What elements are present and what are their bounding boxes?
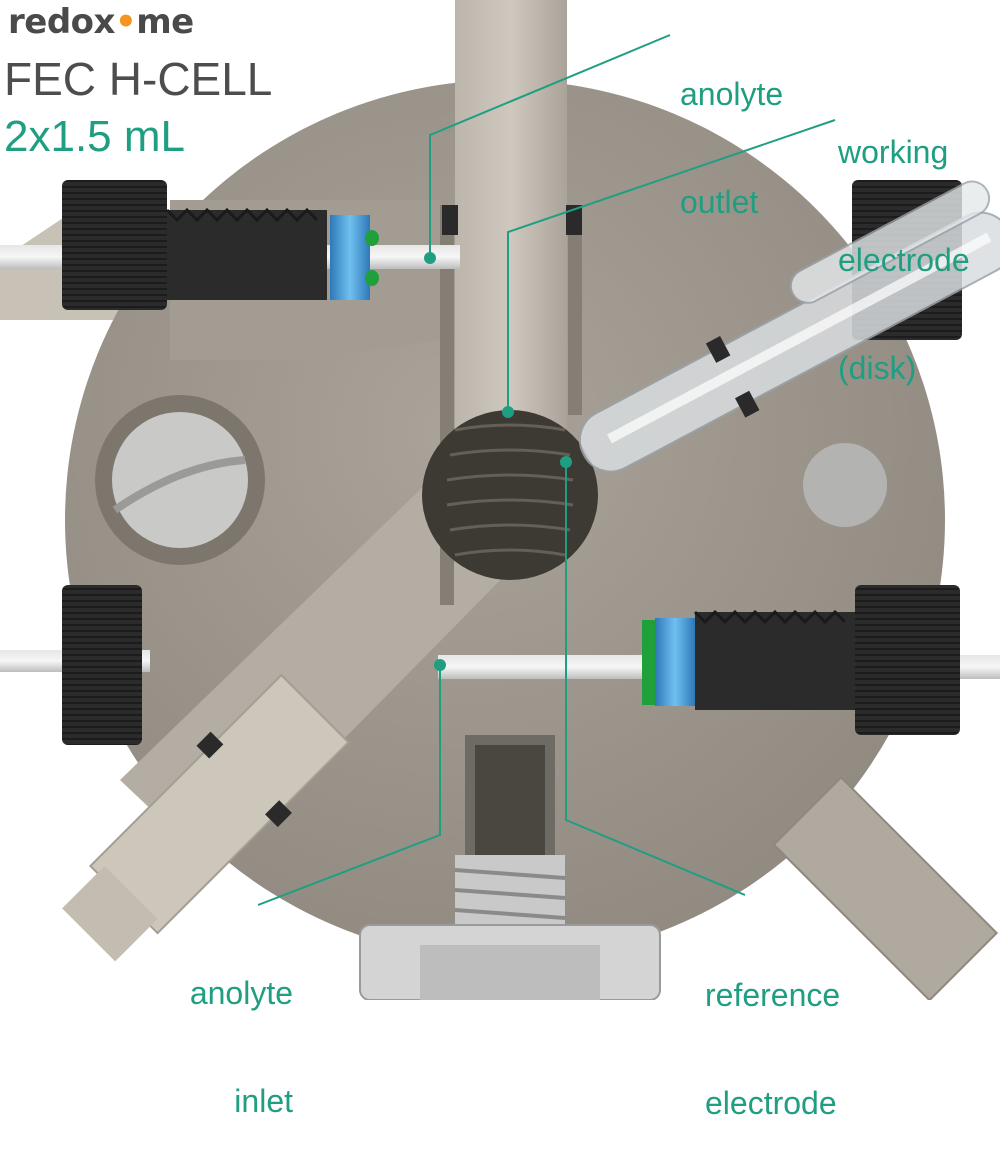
product-title: FEC H-CELL	[4, 53, 273, 105]
label-anolyte-inlet: anolyte inlet	[189, 975, 293, 1119]
brand-logo: redox•me	[8, 2, 194, 42]
anolyte-outlet-marker	[424, 252, 436, 264]
diagram-canvas: redox•me FEC H-CELL 2x1.5 mL anolyte out…	[0, 0, 1000, 1121]
volume-label: 2x1.5 mL	[4, 112, 185, 161]
working-electrode-marker	[502, 406, 514, 418]
label-working-electrode: working electrode (disk)	[838, 134, 970, 386]
h-cell-illustration	[0, 0, 1000, 1000]
fitting-top-left	[62, 180, 167, 310]
ferrule-bottom-right	[655, 618, 695, 706]
spring-chamber	[422, 410, 598, 580]
leader-lines	[257, 34, 836, 906]
label-reference-electrode: reference electrode	[705, 977, 841, 1121]
ferrule-top-left	[330, 215, 370, 300]
fitting-bottom-right	[855, 585, 960, 735]
anolyte-inlet-marker	[434, 659, 446, 671]
reference-electrode-marker	[560, 456, 572, 468]
brand-dot-icon: •	[114, 2, 137, 42]
label-anolyte-outlet: anolyte outlet	[680, 76, 784, 220]
